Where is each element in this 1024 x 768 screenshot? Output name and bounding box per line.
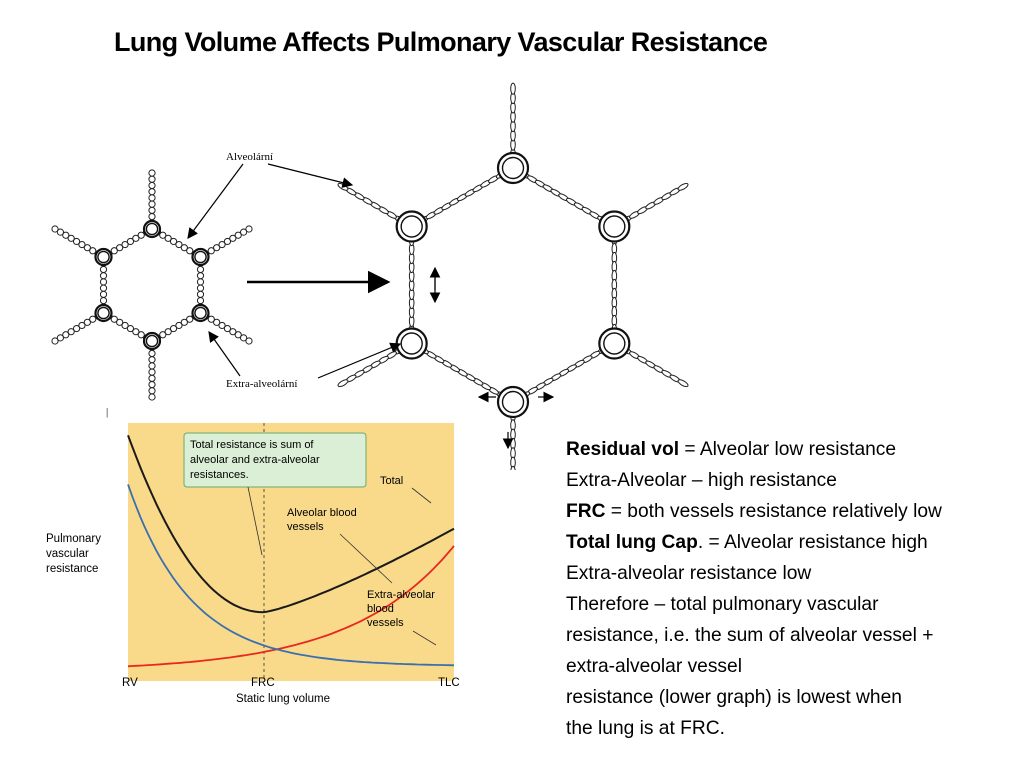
alveolar-vessel-node <box>94 303 113 323</box>
alveolar-vessel-node <box>496 385 530 419</box>
callout-leader <box>247 486 263 556</box>
note-line-8: extra-alveolar vessel <box>566 656 742 677</box>
total-label: Total <box>380 475 403 487</box>
alveolar-label: Alveolární <box>226 151 273 163</box>
extra-leader <box>412 630 437 646</box>
extra-label-line-2: blood <box>367 603 394 615</box>
extra-alveolar-pointer-large <box>317 342 402 379</box>
resistance-graph: Total resistance is sum of alveolar and … <box>46 423 460 705</box>
callout-line-2: alveolar and extra-alveolar <box>190 454 320 466</box>
alveolar-network-diagram: Alveolární Extra-alveolární | <box>51 82 689 470</box>
alveolar-vessel-node <box>94 247 113 267</box>
alveolar-vessel-node <box>496 151 530 185</box>
note-line-3: FRC = both vessels resistance relatively… <box>566 501 942 522</box>
alveolar-vessel-node <box>395 210 428 243</box>
callout-line-3: resistances. <box>190 469 249 481</box>
xlabel: Static lung volume <box>236 693 330 705</box>
alveolar-pointer-large <box>267 163 354 188</box>
alveolar-vessel-node <box>191 303 210 323</box>
ylabel-line-2: vascular <box>46 548 89 560</box>
collapsed-alveolar-network <box>51 169 253 401</box>
note-line-5: Extra-alveolar resistance low <box>566 563 812 584</box>
alveolar-vessel-node <box>191 247 210 267</box>
xtick-rv: RV <box>122 677 138 689</box>
callout-box <box>183 432 367 488</box>
curve-alveolar-blood-vessels <box>127 545 455 668</box>
callout-line-1: Total resistance is sum of <box>190 439 314 451</box>
extra-label-line-1: Extra-alveolar <box>367 589 435 601</box>
note-line-6: Therefore – total pulmonary vascular <box>566 594 879 615</box>
expanded-alveolar-network <box>337 82 689 470</box>
alveolar-leader <box>339 533 393 584</box>
alveolar-label-line-1: Alveolar blood <box>287 507 357 519</box>
extra-alveolar-pointer-small <box>208 331 241 377</box>
note-line-1: Residual vol = Alveolar low resistance <box>566 439 897 460</box>
total-leader <box>411 487 432 504</box>
note-line-2: Extra-Alveolar – high resistance <box>566 470 837 491</box>
slide-title: Lung Volume Affects Pulmonary Vascular R… <box>114 27 768 57</box>
note-line-7: resistance, i.e. the sum of alveolar ves… <box>566 625 934 646</box>
alveolar-vessel-node <box>142 331 162 351</box>
curve-total <box>127 434 455 614</box>
alveolar-vessel-node <box>598 327 631 360</box>
extra-alveolar-label: Extra-alveolární <box>226 378 297 390</box>
curve-extra-alveolar-blood-vessels <box>127 484 455 667</box>
note-line-10: the lung is at FRC. <box>566 718 725 739</box>
ylabel-line-1: Pulmonary <box>46 533 101 545</box>
alveolar-vessel-node <box>598 210 631 243</box>
alveolar-label-line-2: vessels <box>287 521 324 533</box>
alveolar-pointer-small <box>187 163 244 239</box>
note-line-9: resistance (lower graph) is lowest when <box>566 687 902 708</box>
stray-mark: | <box>106 406 108 418</box>
alveolar-vessel-node <box>395 327 428 360</box>
note-line-4: Total lung Cap. = Alveolar resistance hi… <box>566 532 928 553</box>
ylabel-line-3: resistance <box>46 563 98 575</box>
xtick-tlc: TLC <box>438 677 460 689</box>
explanation-text: Residual vol = Alveolar low resistance E… <box>566 434 1020 744</box>
xtick-frc: FRC <box>251 677 275 689</box>
extra-label-line-3: vessels <box>367 617 404 629</box>
alveolar-vessel-node <box>142 219 162 239</box>
